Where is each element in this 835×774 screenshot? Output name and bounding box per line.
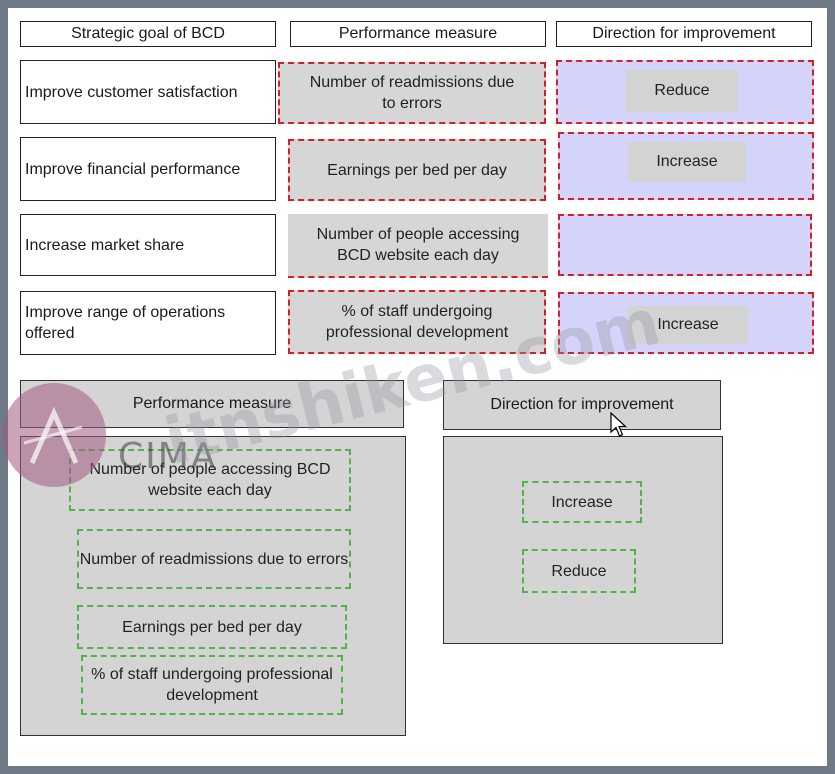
goal-cell: Improve range of operations offered [20,291,276,355]
goal-cell: Increase market share [20,214,276,276]
measure-drop-target[interactable]: % of staff undergoing professional devel… [288,290,546,354]
measure-option[interactable]: Number of people accessing BCD website e… [69,449,351,511]
direction-chip[interactable]: Increase [628,142,746,182]
direction-option[interactable]: Reduce [522,549,636,593]
measure-drop-target[interactable]: Earnings per bed per day [288,139,546,201]
direction-source-panel: Increase Reduce [443,436,723,644]
mouse-pointer-icon [610,412,628,437]
measure-drop-target[interactable]: Number of readmissions due to errors [278,62,546,124]
direction-drop-target[interactable] [558,214,812,276]
measure-option[interactable]: Earnings per bed per day [77,605,347,649]
direction-drop-target[interactable]: Increase [558,292,814,354]
logo-text: CIMA [118,436,218,477]
measure-option[interactable]: Number of readmissions due to errors [77,529,351,589]
logo-badge [2,383,106,487]
measure-option[interactable]: % of staff undergoing professional devel… [81,655,343,715]
measure-chip[interactable]: Number of people accessing BCD website e… [316,226,520,264]
measure-chip[interactable]: Earnings per bed per day [327,161,507,179]
measure-source-panel: Number of people accessing BCD website e… [20,436,406,736]
header-direction: Direction for improvement [556,21,812,47]
measure-chip[interactable]: Number of readmissions due to errors [309,74,515,112]
direction-option[interactable]: Increase [522,481,642,523]
direction-panel-title: Direction for improvement [443,380,721,430]
logo-mark-icon [23,406,83,465]
direction-chip[interactable]: Increase [628,306,748,344]
direction-drop-target[interactable]: Increase [558,132,814,200]
header-strategic-goal: Strategic goal of BCD [20,21,276,47]
measure-chip[interactable]: % of staff undergoing professional devel… [325,303,509,341]
goal-cell: Improve customer satisfaction [20,60,276,124]
measure-drop-target[interactable]: Number of people accessing BCD website e… [288,214,548,278]
drag-drop-frame: Strategic goal of BCD Performance measur… [2,8,827,766]
direction-drop-target[interactable]: Reduce [556,60,814,124]
header-performance-measure: Performance measure [290,21,546,47]
direction-chip[interactable]: Reduce [626,70,738,112]
goal-cell: Improve financial performance [20,137,276,201]
